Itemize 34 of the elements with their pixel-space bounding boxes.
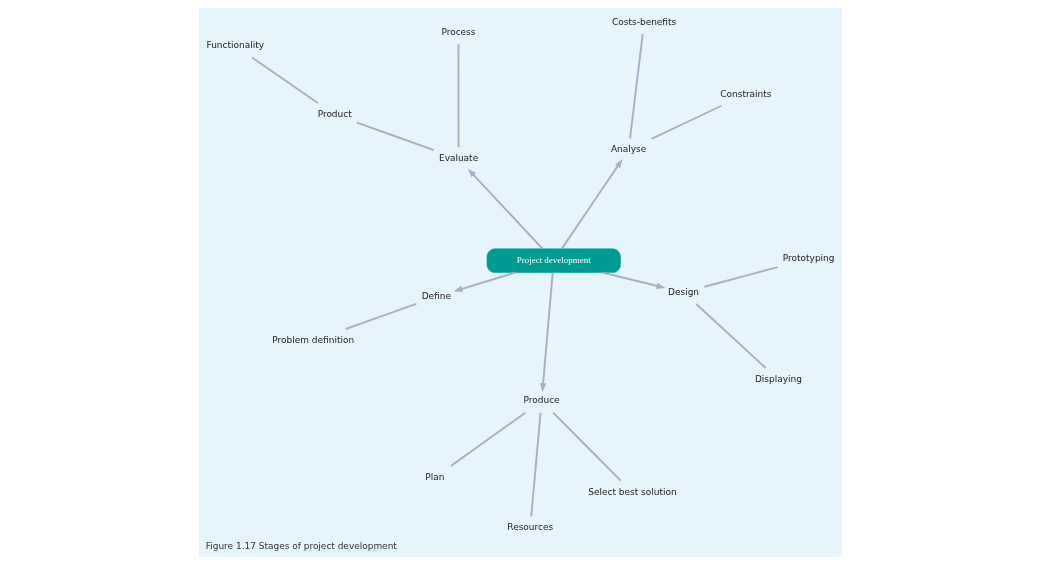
arrow xyxy=(560,159,622,250)
node-text: Produce xyxy=(523,395,560,406)
connector xyxy=(703,266,779,288)
connector xyxy=(449,411,526,467)
node-text: Displaying xyxy=(754,374,802,385)
connector xyxy=(344,302,417,330)
node-text: Select best solution xyxy=(587,486,677,497)
connector xyxy=(650,104,722,140)
node-text: Resources xyxy=(506,522,553,533)
connector xyxy=(457,43,459,149)
caption: Figure 1.17 Stages of project development xyxy=(205,541,397,552)
node-text: Constraints xyxy=(719,88,771,99)
connector xyxy=(355,121,435,151)
node-text: Analyse xyxy=(610,144,646,155)
node-text: Define xyxy=(421,291,451,302)
node-text: Evaluate xyxy=(438,153,478,164)
connector xyxy=(694,303,767,369)
arrow xyxy=(539,271,554,393)
connector xyxy=(529,411,541,518)
arrow xyxy=(467,168,544,250)
arrow xyxy=(453,271,516,292)
connector xyxy=(628,32,644,140)
node-text: Design xyxy=(667,286,699,297)
node-text: Plan xyxy=(424,471,444,482)
connector xyxy=(551,411,622,482)
node-text: Functionality xyxy=(206,40,264,51)
node-box: Project development xyxy=(486,248,621,273)
node-text: Problem definition xyxy=(271,334,354,345)
node-text: Product xyxy=(317,109,352,120)
node-text: Costs-benefits xyxy=(611,16,676,27)
node-text: Process xyxy=(440,27,475,38)
arrow xyxy=(600,271,665,289)
node-text: Prototyping xyxy=(782,253,834,264)
connector xyxy=(250,56,319,104)
